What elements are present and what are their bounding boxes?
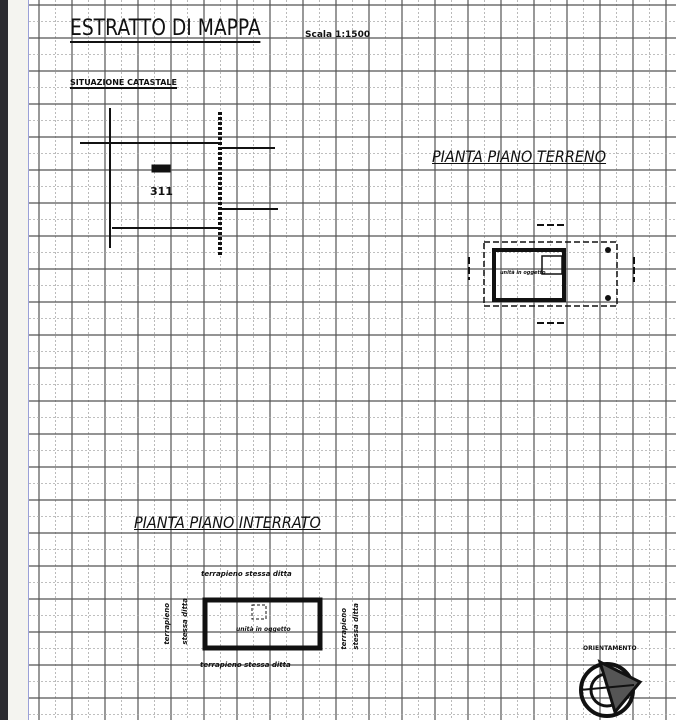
- basement-label-left-b: stessa ditta: [181, 598, 189, 645]
- scale-label: Scala 1:1500: [305, 30, 371, 40]
- basement-room-label: unità in oggetto: [236, 626, 291, 633]
- ground-floor-plan: [468, 224, 635, 324]
- document-title: ESTRATTO DI MAPPA: [70, 16, 261, 43]
- basement-label-bottom: terrapieno stessa ditta: [200, 661, 291, 669]
- basement-title: PIANTA PIANO INTERRATO: [134, 513, 321, 532]
- basement-label-right-a: terrapieno: [340, 608, 348, 650]
- cadastral-parcel-sketch: [80, 108, 278, 255]
- section-situation-label: SITUAZIONE CATASTALE: [70, 78, 177, 89]
- compass-icon: [579, 659, 643, 718]
- basement-label-right-b: stessa ditta: [352, 603, 360, 650]
- viewer-left-edge: [0, 0, 8, 720]
- orientation-label: ORIENTAMENTO: [583, 645, 637, 652]
- ground-room-label: unità in oggetto: [500, 270, 546, 276]
- page-margin: [8, 0, 28, 720]
- basement-label-top: terrapieno stessa ditta: [201, 570, 292, 578]
- parcel-number: 311: [150, 185, 173, 198]
- basement-label-left-a: terrapieno: [163, 603, 171, 645]
- margin-line: [28, 0, 29, 720]
- ground-floor-title: PIANTA PIANO TERRENO: [432, 147, 607, 166]
- basement-plan: [202, 597, 323, 651]
